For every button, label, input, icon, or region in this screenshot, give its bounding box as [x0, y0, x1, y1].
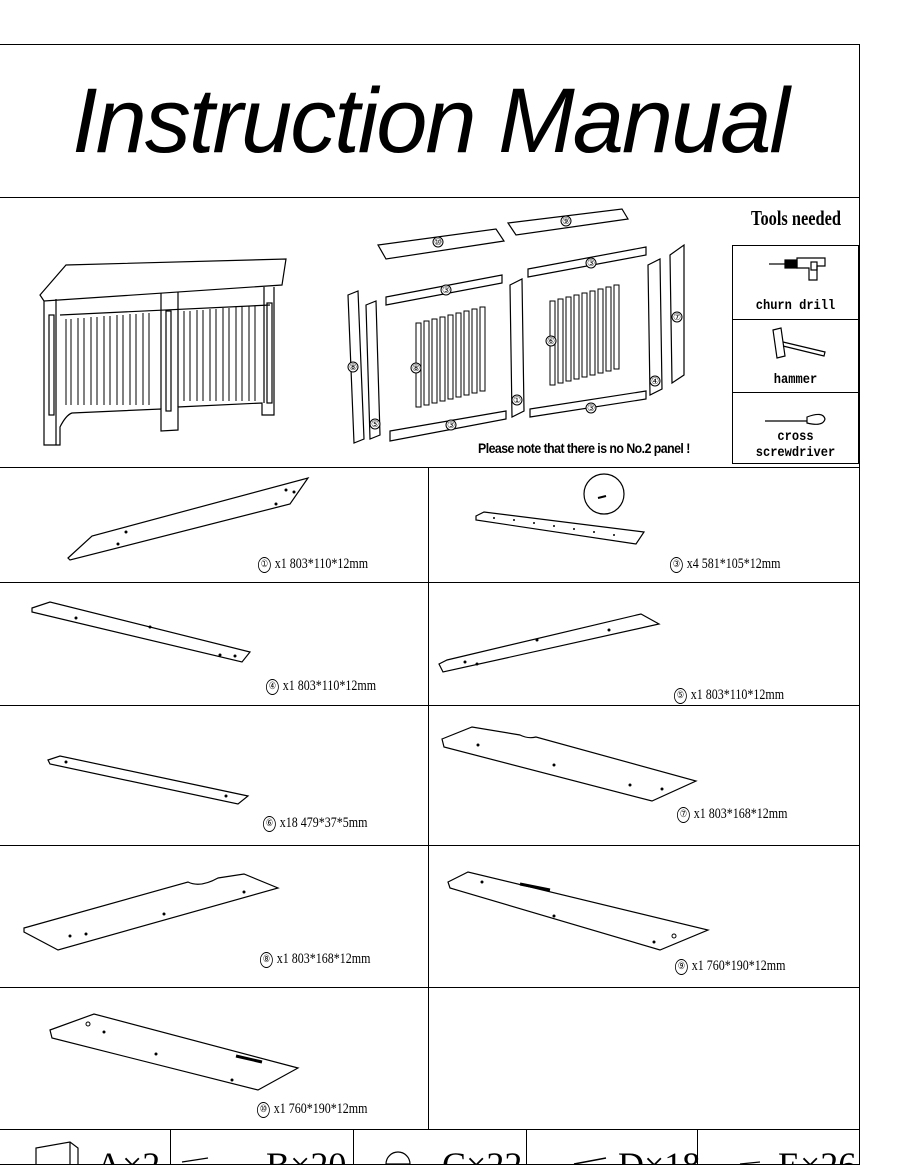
part-7-drawing: [441, 726, 698, 802]
part-8-drawing: [23, 873, 280, 951]
exploded-label: ③: [587, 403, 595, 413]
part-dims: 803*168*12mm: [291, 951, 371, 967]
hardware-c-icon: [385, 1151, 411, 1165]
part-dims: 803*168*12mm: [708, 806, 788, 822]
exploded-label: ⑧: [412, 363, 420, 373]
part-number: ①: [258, 557, 271, 573]
part-qty: x1: [274, 556, 287, 572]
part-dims: 803*110*12mm: [705, 687, 785, 703]
exploded-label: ③: [442, 285, 450, 295]
exploded-label: ①: [513, 395, 521, 405]
part-qty: x4: [686, 556, 699, 572]
part-dims: 803*110*12mm: [289, 556, 369, 572]
tool-label: cross screwdriver: [755, 429, 836, 461]
tools-heading: Tools needed: [751, 206, 841, 230]
tool-drill: churn drill: [733, 246, 858, 318]
part-4-drawing: [31, 601, 252, 663]
part-number: ⑨: [675, 959, 688, 975]
part-dims: 581*105*12mm: [701, 556, 781, 572]
part-number: ③: [670, 557, 683, 573]
part-qty: x1: [693, 806, 706, 822]
screwdriver-icon: [765, 413, 826, 425]
tool-hammer: hammer: [733, 319, 858, 392]
part-number: ⑤: [674, 688, 687, 704]
page-title: Instruction Manual: [72, 69, 790, 172]
assembled-cabinet-illustration: [39, 258, 287, 446]
part-dims: 760*190*12mm: [706, 958, 786, 974]
drill-icon: [769, 257, 826, 281]
hardware-c-label: C×22: [442, 1145, 523, 1165]
part-qty: x1: [276, 951, 289, 967]
part-dims: 803*110*12mm: [297, 678, 377, 694]
divider: [0, 845, 860, 846]
part-9-drawing: [447, 871, 710, 951]
tools-box: churn drill hammer cross screwdriver: [732, 245, 859, 464]
exploded-label: ③: [447, 420, 455, 430]
divider: [0, 1129, 860, 1130]
tool-screwdriver: cross screwdriver: [733, 392, 858, 465]
exploded-label: ⑨: [562, 216, 570, 226]
hardware-divider: [526, 1129, 527, 1165]
tool-label: hammer: [773, 372, 818, 388]
part-number: ⑧: [260, 952, 273, 968]
hardware-b-icon: [181, 1157, 209, 1163]
hardware-divider: [353, 1129, 354, 1165]
part-number: ⑦: [677, 807, 690, 823]
part-dims: 479*37*5mm: [300, 815, 368, 831]
hardware-a-icon: [35, 1141, 79, 1164]
exploded-label: ③: [587, 258, 595, 268]
exploded-label: ⑥: [547, 336, 555, 346]
divider: [0, 467, 860, 468]
hammer-icon: [772, 327, 826, 359]
part-number: ④: [266, 679, 279, 695]
part-qty: x1: [282, 678, 295, 694]
hardware-divider: [697, 1129, 698, 1165]
exploded-view-illustration: ⑩ ⑨ ③ ③ ③ ③ ⑧ ⑤ ⑧ ① ⑥ ⑦ ④: [347, 208, 685, 444]
tool-label: churn drill: [755, 298, 836, 314]
exploded-label: ⑩: [434, 237, 442, 247]
part-qty: x18: [279, 815, 298, 831]
column-divider: [428, 467, 429, 1129]
part-number: ⑩: [257, 1102, 270, 1118]
no-panel-2-note: Please note that there is no No.2 panel …: [478, 440, 690, 456]
hardware-b-label: B×20: [266, 1145, 347, 1165]
hardware-e-icon: [739, 1161, 761, 1165]
divider: [0, 582, 860, 583]
part-qty: x1: [691, 958, 704, 974]
hardware-d-label: D×18: [618, 1145, 701, 1165]
part-dims: 760*190*12mm: [288, 1101, 368, 1117]
hardware-a-label: A×2: [96, 1145, 161, 1165]
exploded-label: ⑦: [673, 312, 681, 322]
part-6-drawing: [47, 755, 250, 805]
exploded-label: ④: [651, 376, 659, 386]
part-qty: x1: [690, 687, 703, 703]
divider: [0, 705, 860, 706]
exploded-label: ⑧: [349, 362, 357, 372]
part-10-drawing: [49, 1013, 300, 1091]
part-5-drawing: [438, 613, 661, 673]
part-3-drawing: [475, 473, 646, 545]
part-1-drawing: [67, 476, 310, 561]
hardware-d-icon: [573, 1157, 607, 1165]
divider: [0, 987, 860, 988]
hardware-divider: [170, 1129, 171, 1165]
divider: [0, 197, 860, 198]
hardware-e-label: E×26: [778, 1145, 857, 1165]
part-number: ⑥: [263, 816, 276, 832]
exploded-label: ⑤: [371, 419, 379, 429]
part-qty: x1: [273, 1101, 286, 1117]
